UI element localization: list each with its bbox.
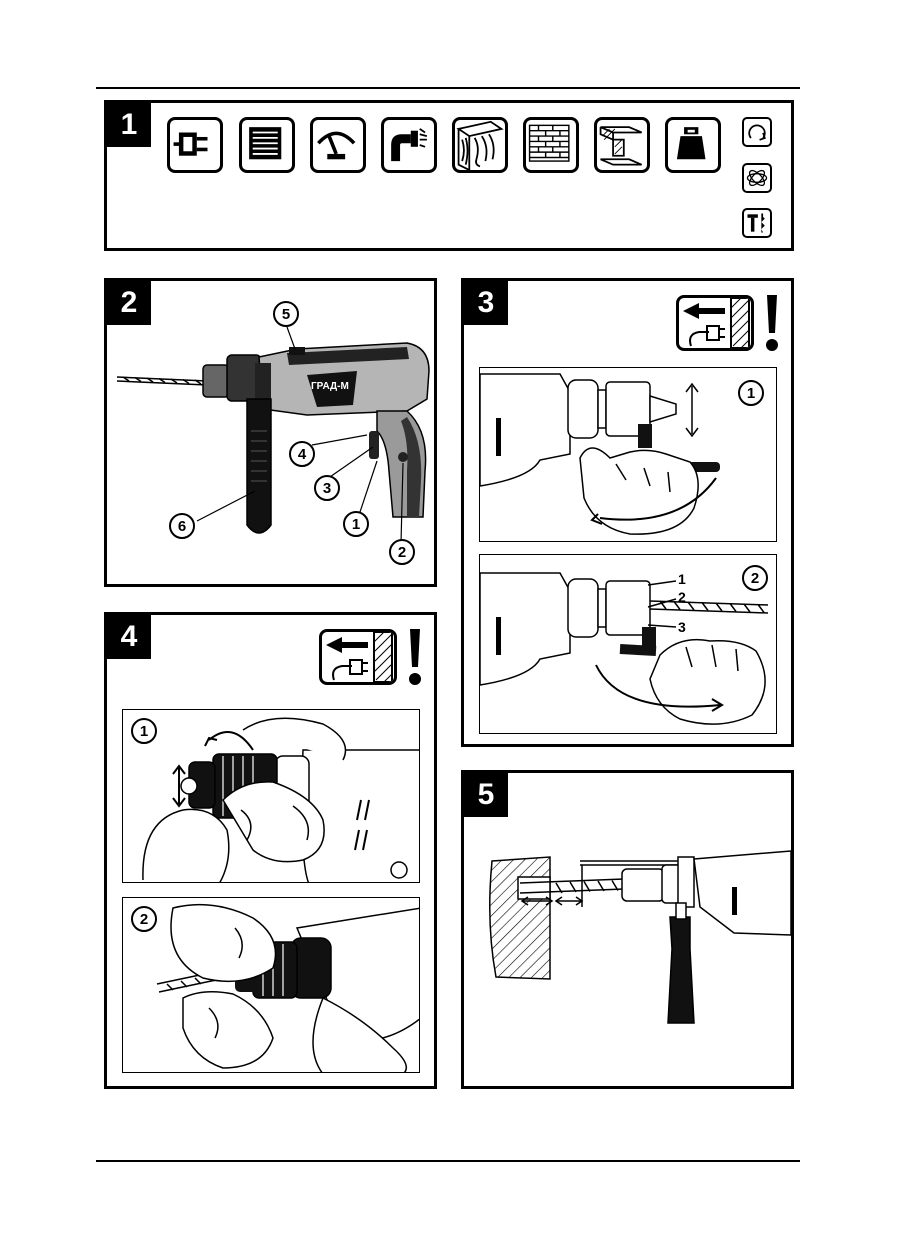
drill-illustration: ГРАД-М [107, 281, 434, 584]
figure-3-step-1: 1 [479, 367, 777, 542]
step-2-marker: 2 [742, 565, 768, 591]
weight-icon [665, 117, 721, 173]
gauge-icon [310, 117, 366, 173]
figure-4-panel: 4 1 [104, 612, 437, 1089]
wood-icon [452, 117, 508, 173]
figure-4-label: 4 [107, 615, 151, 659]
exclamation-icon [764, 293, 780, 353]
part-label-1: 1 [678, 571, 686, 587]
callout-4: 4 [289, 441, 315, 467]
callout-1: 1 [343, 511, 369, 537]
callout-3: 3 [314, 475, 340, 501]
step-1-marker: 1 [738, 380, 764, 406]
step-1-marker: 1 [131, 718, 157, 744]
figure-1-panel: 1 [104, 100, 794, 251]
callout-5: 5 [273, 301, 299, 327]
exclamation-icon [407, 627, 423, 687]
rotation-icon [742, 117, 772, 147]
motor-icon [239, 117, 295, 173]
figure-2-panel: 2 ГРАД-М [104, 278, 437, 587]
drilling-depth-illustration [464, 773, 791, 1086]
part-label-2: 2 [678, 589, 686, 605]
part-label-3: 3 [678, 619, 686, 635]
brick-icon [523, 117, 579, 173]
callout-2: 2 [389, 539, 415, 565]
figure-3-panel: 3 1 [461, 278, 794, 747]
figure-4-step-2: 2 [122, 897, 420, 1073]
drill-chuck-icon [381, 117, 437, 173]
figure-1-label: 1 [107, 103, 151, 147]
callout-6: 6 [169, 513, 195, 539]
hammer-drill-icon [742, 208, 772, 238]
header-rule [96, 87, 800, 89]
figure-5-panel: 5 [461, 770, 794, 1089]
footer-rule [96, 1160, 800, 1162]
step-2-marker: 2 [131, 906, 157, 932]
figure-3-label: 3 [464, 281, 508, 325]
power-plug-icon [167, 117, 223, 173]
figure-3-step-2: 2 1 2 3 [479, 554, 777, 734]
unplug-warning-icon [319, 629, 397, 685]
unplug-warning-icon [676, 295, 754, 351]
figure-4-step-1: 1 [122, 709, 420, 883]
steel-beam-icon [594, 117, 650, 173]
brand-label: ГРАД-М [311, 381, 349, 392]
impact-icon [742, 163, 772, 193]
